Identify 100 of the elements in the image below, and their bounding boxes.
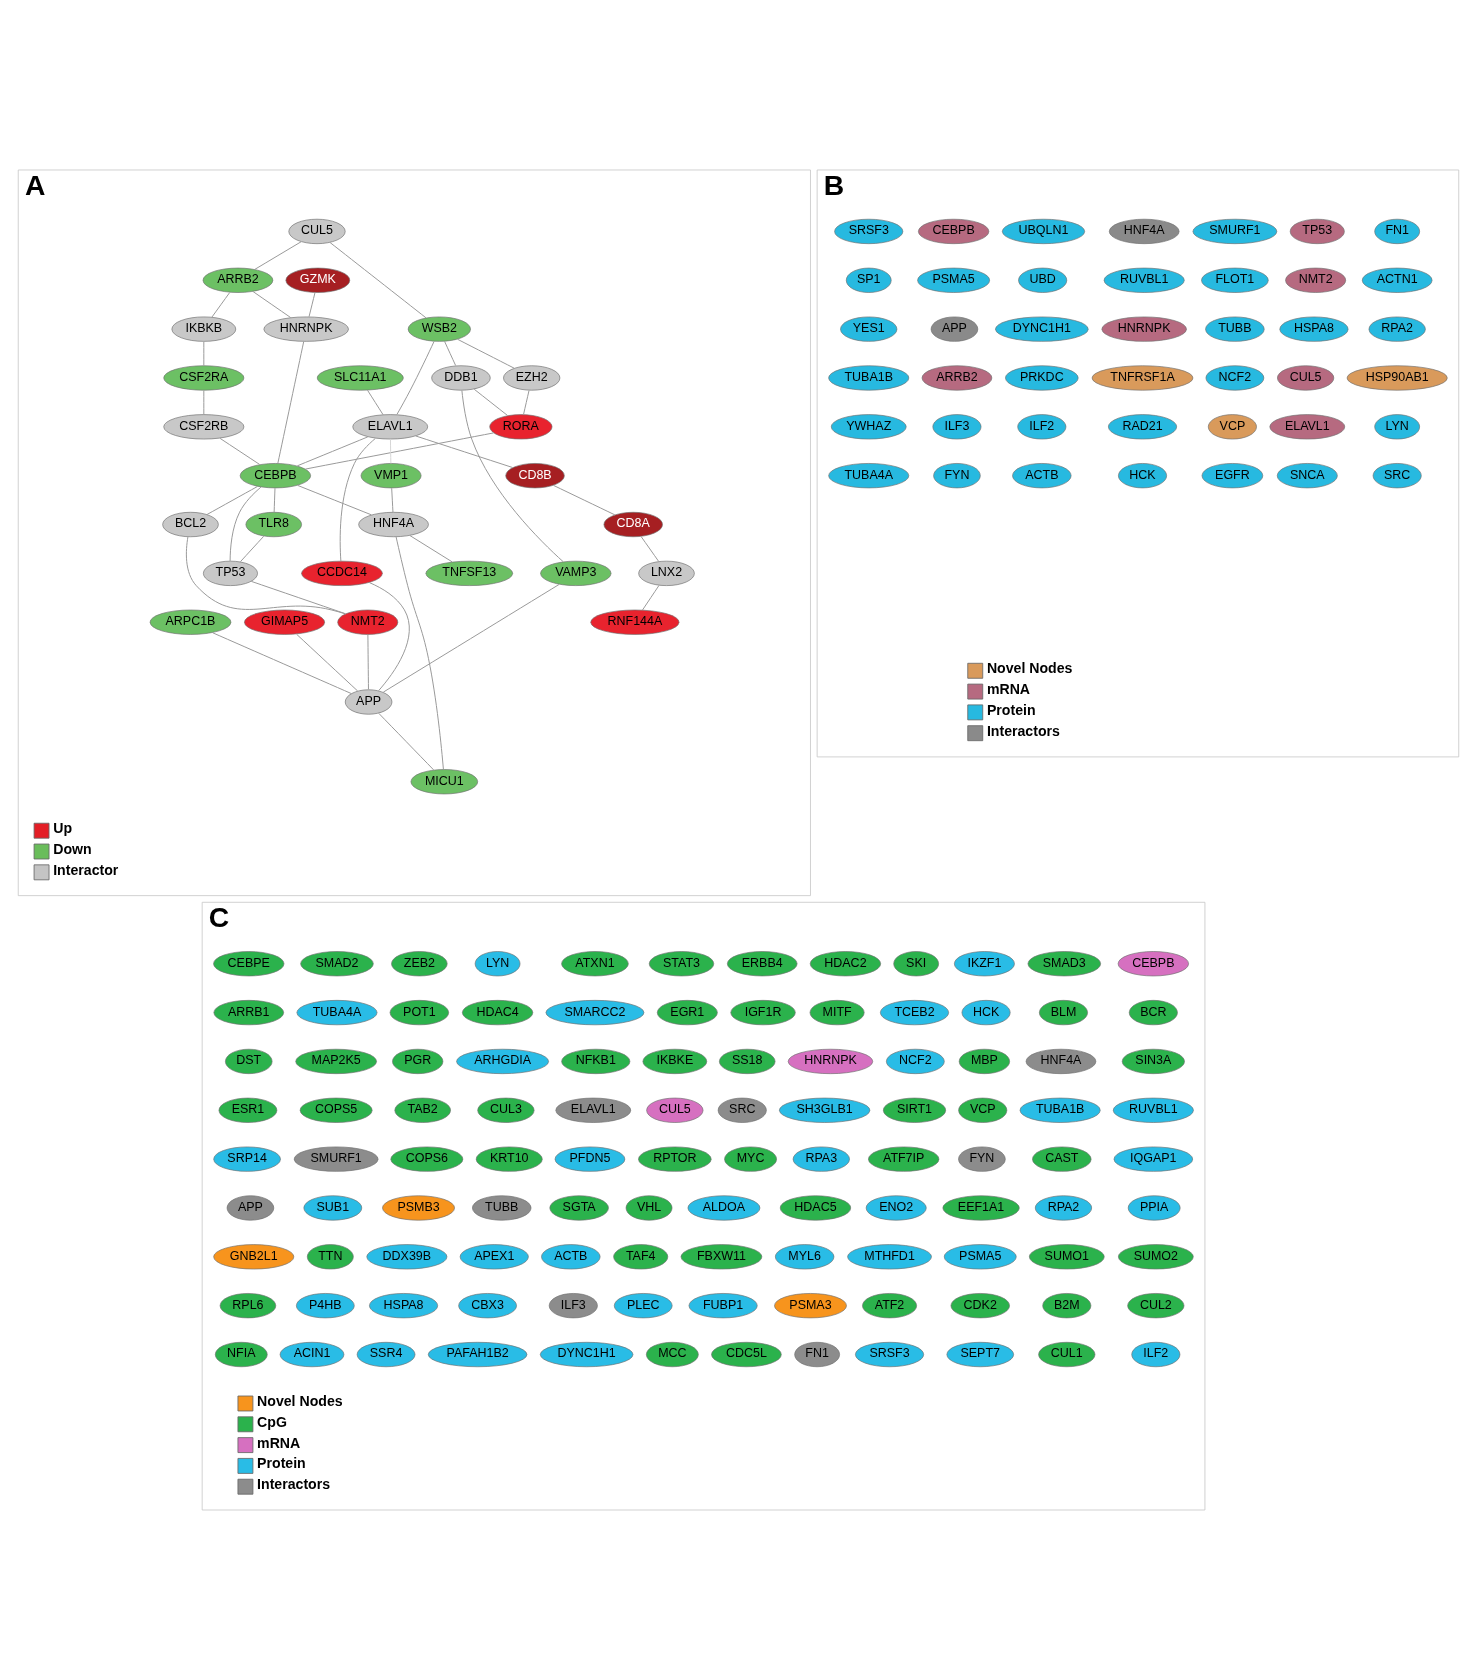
node-ellipse: LYN — [1374, 413, 1420, 439]
node-ellipse: ELAVL1 — [352, 413, 429, 439]
connector — [382, 583, 560, 693]
node-ellipse: ACTN1 — [1361, 267, 1433, 293]
node-ellipse: ERBB4 — [727, 950, 798, 976]
node-ellipse: SP1 — [845, 267, 892, 293]
connector — [457, 338, 515, 369]
connector — [203, 389, 205, 415]
node-ellipse: SKI — [893, 950, 939, 976]
node-ellipse: FN1 — [1374, 218, 1420, 244]
node-ellipse: SIRT1 — [883, 1097, 946, 1123]
node-ellipse: NMT2 — [1285, 267, 1346, 293]
node-ellipse: TUBA1B — [1019, 1097, 1101, 1123]
node-ellipse: VCP — [958, 1097, 1008, 1123]
node-ellipse: HDAC5 — [779, 1194, 852, 1221]
node-ellipse: HNRNPK — [263, 316, 349, 342]
node-ellipse: IKBKE — [642, 1048, 708, 1074]
node-ellipse: CEBPB — [918, 218, 990, 244]
connector — [396, 340, 435, 415]
legend-label: Protein — [986, 701, 1036, 718]
node-ellipse: CSF2RB — [163, 413, 245, 439]
node-ellipse: SRC — [717, 1097, 767, 1123]
node-ellipse: PFDN5 — [554, 1146, 626, 1172]
connector — [250, 580, 347, 614]
node-ellipse: TTN — [306, 1243, 354, 1269]
legend-label: CpG — [257, 1413, 287, 1430]
node-ellipse: CCDC14 — [301, 560, 383, 586]
node-ellipse: TAF4 — [613, 1243, 669, 1269]
node-ellipse: HSPA8 — [1279, 316, 1349, 342]
connector — [368, 581, 410, 691]
node-ellipse: MTHFD1 — [847, 1243, 932, 1269]
connector — [203, 340, 205, 366]
node-ellipse: SLC11A1 — [316, 364, 404, 391]
legend-label: mRNA — [986, 680, 1031, 697]
node-ellipse: SMAD3 — [1027, 950, 1101, 976]
node-ellipse: ACTB — [541, 1243, 601, 1269]
node-ellipse: ATXN1 — [561, 950, 629, 976]
node-ellipse: LYN — [474, 950, 521, 976]
node-ellipse: P4HB — [296, 1292, 355, 1318]
node-ellipse: ACTB — [1012, 462, 1072, 488]
node-ellipse: CAST — [1032, 1146, 1092, 1172]
node-ellipse: VCP — [1207, 413, 1257, 439]
node-ellipse: SS18 — [719, 1048, 776, 1074]
node-ellipse: RPA2 — [1034, 1194, 1092, 1221]
node-ellipse: DDX39B — [366, 1243, 448, 1269]
node-ellipse: SRC — [1372, 462, 1422, 488]
connector — [391, 487, 394, 513]
node-ellipse: PAFAH1B2 — [427, 1341, 528, 1367]
node-ellipse: GZMK — [285, 267, 351, 293]
node-ellipse: HNF4A — [1025, 1048, 1097, 1074]
node-ellipse: BCR — [1128, 999, 1178, 1025]
node-ellipse: CUL5 — [288, 218, 346, 244]
connector — [252, 290, 292, 318]
node-ellipse: CUL3 — [477, 1097, 535, 1123]
node-ellipse: STAT3 — [648, 950, 715, 976]
connector — [219, 437, 261, 465]
node-ellipse: CUL5 — [646, 1097, 704, 1123]
legend-label: Interactors — [257, 1475, 331, 1492]
node-ellipse: ARRB2 — [921, 364, 993, 391]
node-ellipse: CD8B — [505, 462, 565, 488]
node-ellipse: BCL2 — [162, 511, 219, 537]
node-ellipse: SRP14 — [213, 1146, 281, 1172]
node-ellipse: MCC — [646, 1341, 699, 1367]
node-ellipse: SUMO1 — [1029, 1243, 1105, 1269]
node-ellipse: ARRB1 — [213, 999, 284, 1025]
connector — [473, 388, 509, 416]
node-ellipse: COPS5 — [299, 1097, 373, 1123]
node-ellipse: RPTOR — [638, 1146, 712, 1172]
connector — [254, 240, 302, 270]
connector — [367, 633, 369, 690]
node-ellipse: RORA — [489, 413, 553, 439]
connector — [523, 389, 530, 415]
node-ellipse: TP53 — [1289, 218, 1345, 244]
node-ellipse: COPS6 — [390, 1146, 464, 1172]
node-ellipse: DYNC1H1 — [995, 316, 1089, 342]
connector — [185, 536, 346, 614]
node-ellipse: EZH2 — [503, 364, 561, 391]
node-ellipse: CSF2RA — [163, 364, 245, 391]
node-ellipse: NMT2 — [337, 609, 399, 635]
node-ellipse: IKZF1 — [954, 950, 1015, 976]
legend-label: Down — [53, 840, 92, 857]
node-ellipse: HNF4A — [1108, 218, 1180, 244]
node-ellipse: VHL — [625, 1194, 673, 1221]
node-ellipse: NFIA — [214, 1341, 268, 1367]
node-ellipse: ELAVL1 — [555, 1097, 632, 1123]
node-ellipse: TAB2 — [394, 1097, 451, 1123]
node-ellipse: ATF2 — [862, 1292, 917, 1318]
node-ellipse: MICU1 — [410, 768, 479, 794]
node-ellipse: TUBB — [472, 1194, 532, 1221]
legend-label: Novel Nodes — [986, 659, 1073, 676]
node-ellipse: HNRNPK — [787, 1048, 874, 1074]
node-ellipse: FLOT1 — [1201, 267, 1269, 293]
node-ellipse: MYL6 — [775, 1243, 835, 1269]
node-ellipse: TNFSF13 — [425, 560, 514, 586]
node-ellipse: YES1 — [840, 316, 898, 342]
node-ellipse: SMAD2 — [300, 950, 374, 976]
node-ellipse: UBD — [1018, 267, 1068, 293]
connector — [329, 241, 427, 318]
legend-label: Protein — [257, 1454, 306, 1471]
node-ellipse: KRT10 — [475, 1146, 543, 1172]
